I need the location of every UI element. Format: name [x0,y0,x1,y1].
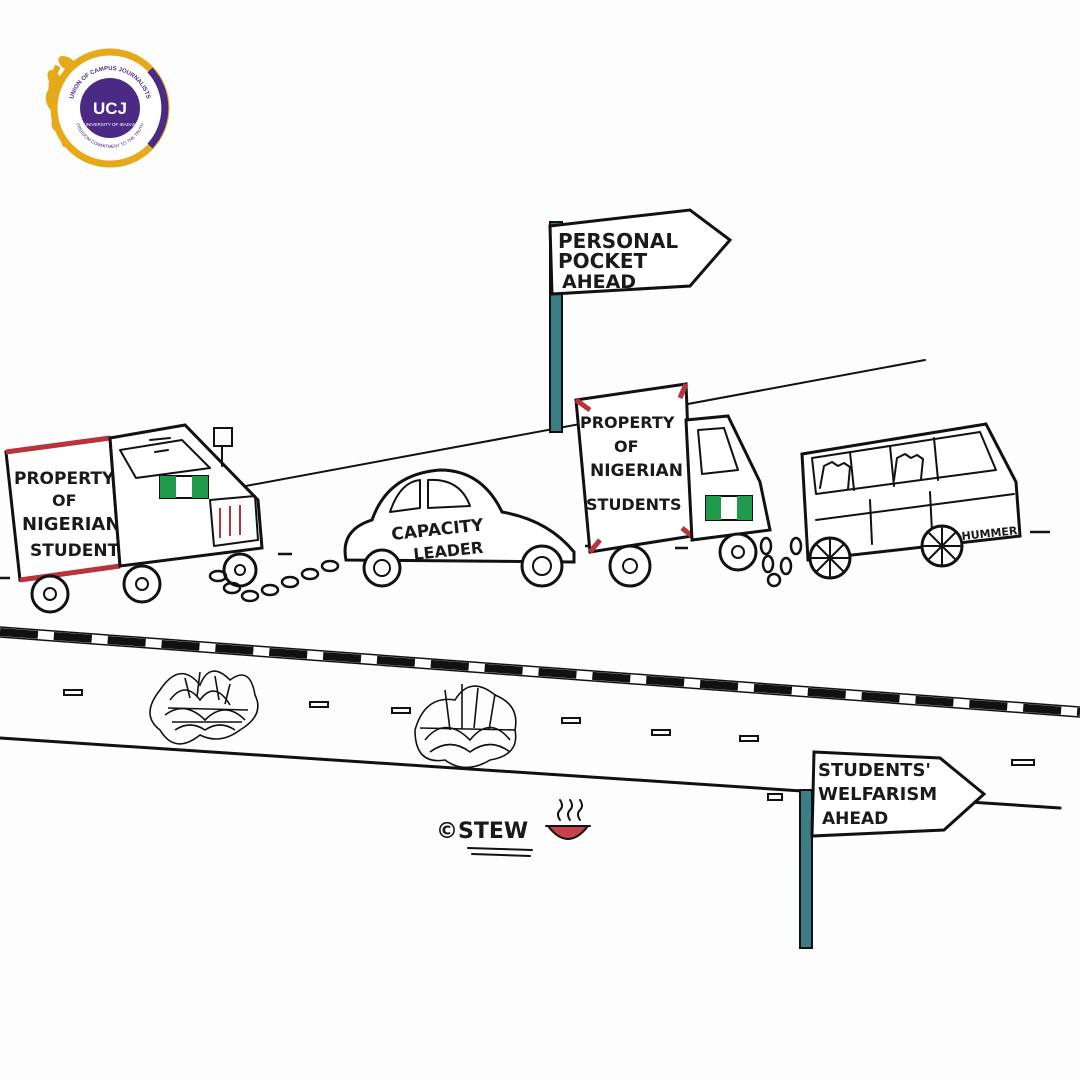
ucj-logo: UCJ UNIVERSITY OF IBADAN UNION OF CAMPUS… [45,48,170,168]
artist-signature: ©STEW [436,799,591,857]
logo-subtitle: UNIVERSITY OF IBADAN [84,122,136,127]
wheel-icon [362,548,402,588]
wheel-icon [608,544,652,588]
suv-label: HUMMER. [961,524,1022,543]
sign-top-line1: PERSONAL [558,229,678,253]
chain-left [208,559,340,603]
signature-text: ©STEW [436,819,528,844]
mirror-icon [213,427,233,447]
stew-bowl-icon [545,799,591,840]
sign-bottom-line1: STUDENTS' [818,760,931,781]
truck-right-line2: OF [614,437,639,456]
pothole-left [149,670,259,745]
truck-right: PROPERTY OF NIGERIAN STUDENTS [574,382,772,588]
wheel-icon [30,574,70,614]
wheel-icon [122,564,162,604]
chain-right [759,536,803,588]
truck-left-line2: OF [52,491,77,510]
truck-left-line3: NIGERIAN [22,514,120,535]
lane-dashes-lower [63,689,1035,766]
truck-right-line3: NIGERIAN [590,461,683,481]
wheel-icon [718,532,758,572]
road-median [0,628,1080,716]
truck-right-line4: STUDENTS [586,495,681,514]
truck-right-line1: PROPERTY [580,413,675,432]
sign-top-line2: POCKET [558,249,647,273]
truck-left-line1: PROPERTY [14,469,115,489]
sign-bottom-line2: WELFARISM [818,784,937,805]
truck-left-line4: STUDENTS [30,541,131,561]
suv-hummer: HUMMER. [800,422,1022,580]
sign-bottom-line3: AHEAD [822,809,888,829]
wheel-icon [520,544,564,588]
sign-top-line3: AHEAD [562,271,636,293]
raised-fist-icon [819,453,924,490]
logo-initials: UCJ [93,99,127,118]
pothole-right [414,684,517,769]
truck-left: PROPERTY OF NIGERIAN STUDENTS [4,423,264,614]
car-capacity-leader: CAPACITY LEADER [343,468,576,588]
sign-students-welfarism: STUDENTS' WELFARISM AHEAD [799,750,987,949]
wheel-icon [222,552,258,588]
sign-personal-pocket: PERSONAL POCKET AHEAD [548,208,733,433]
